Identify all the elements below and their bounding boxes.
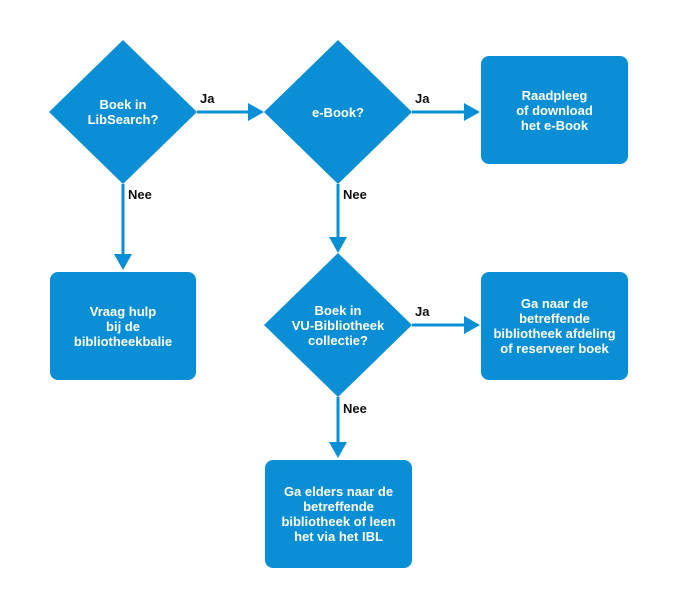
- edge-collectie-nee-arrowhead: [329, 442, 347, 458]
- label-line: Raadpleeg: [521, 87, 588, 103]
- label-line: collectie?: [308, 332, 368, 348]
- action-download-box: [481, 56, 628, 164]
- edge-libsearch-nee-label: Nee: [128, 187, 152, 202]
- edge-ebook-ja-arrowhead: [464, 103, 480, 121]
- label-line: Ga naar de: [520, 296, 589, 311]
- edge-collectie-nee-label: Nee: [343, 401, 367, 416]
- label-line: e-Book?: [312, 104, 364, 120]
- edge-collectie-ja-arrowhead: [464, 316, 480, 334]
- label-line: Boek in: [314, 302, 362, 318]
- action-ibl-box: [265, 460, 412, 568]
- label-line: bibliotheek afdeling: [493, 326, 616, 341]
- label-line: VU-Bibliotheek: [291, 317, 385, 333]
- action-afdeling-box: [481, 272, 628, 380]
- action-hulp-box: [50, 272, 196, 380]
- label-line: Vraag hulp: [89, 303, 157, 319]
- label-line: Boek in: [99, 97, 147, 112]
- decision-ebook-label: e-Book?: [278, 96, 398, 128]
- edge-libsearch-ja-arrowhead: [248, 103, 264, 121]
- label-line: of reserveer boek: [500, 341, 609, 356]
- edge-libsearch-ja-label: Ja: [200, 91, 215, 106]
- label-line: bibliotheekbalie: [73, 333, 173, 349]
- decision-collectie: [264, 253, 412, 397]
- edge-libsearch-nee-arrowhead: [114, 254, 132, 270]
- label-line: het e-Book: [520, 117, 589, 133]
- edge-ebook-ja-label: Ja: [415, 91, 430, 106]
- decision-libsearch: [49, 40, 197, 184]
- label-line: bibliotheek of leen: [281, 514, 396, 529]
- label-line: LibSearch?: [87, 112, 159, 127]
- label-line: Ga elders naar de: [283, 484, 394, 499]
- label-line: of download: [516, 102, 593, 118]
- label-line: bij de: [106, 318, 140, 334]
- edge-ebook-nee-label: Nee: [343, 187, 367, 202]
- label-line: betreffende: [519, 311, 590, 326]
- edge-collectie-ja-label: Ja: [415, 304, 430, 319]
- label-line: het via het IBL: [294, 529, 383, 544]
- decision-ebook: [264, 40, 412, 184]
- label-line: betreffende: [303, 499, 374, 514]
- edge-ebook-nee-arrowhead: [329, 237, 347, 253]
